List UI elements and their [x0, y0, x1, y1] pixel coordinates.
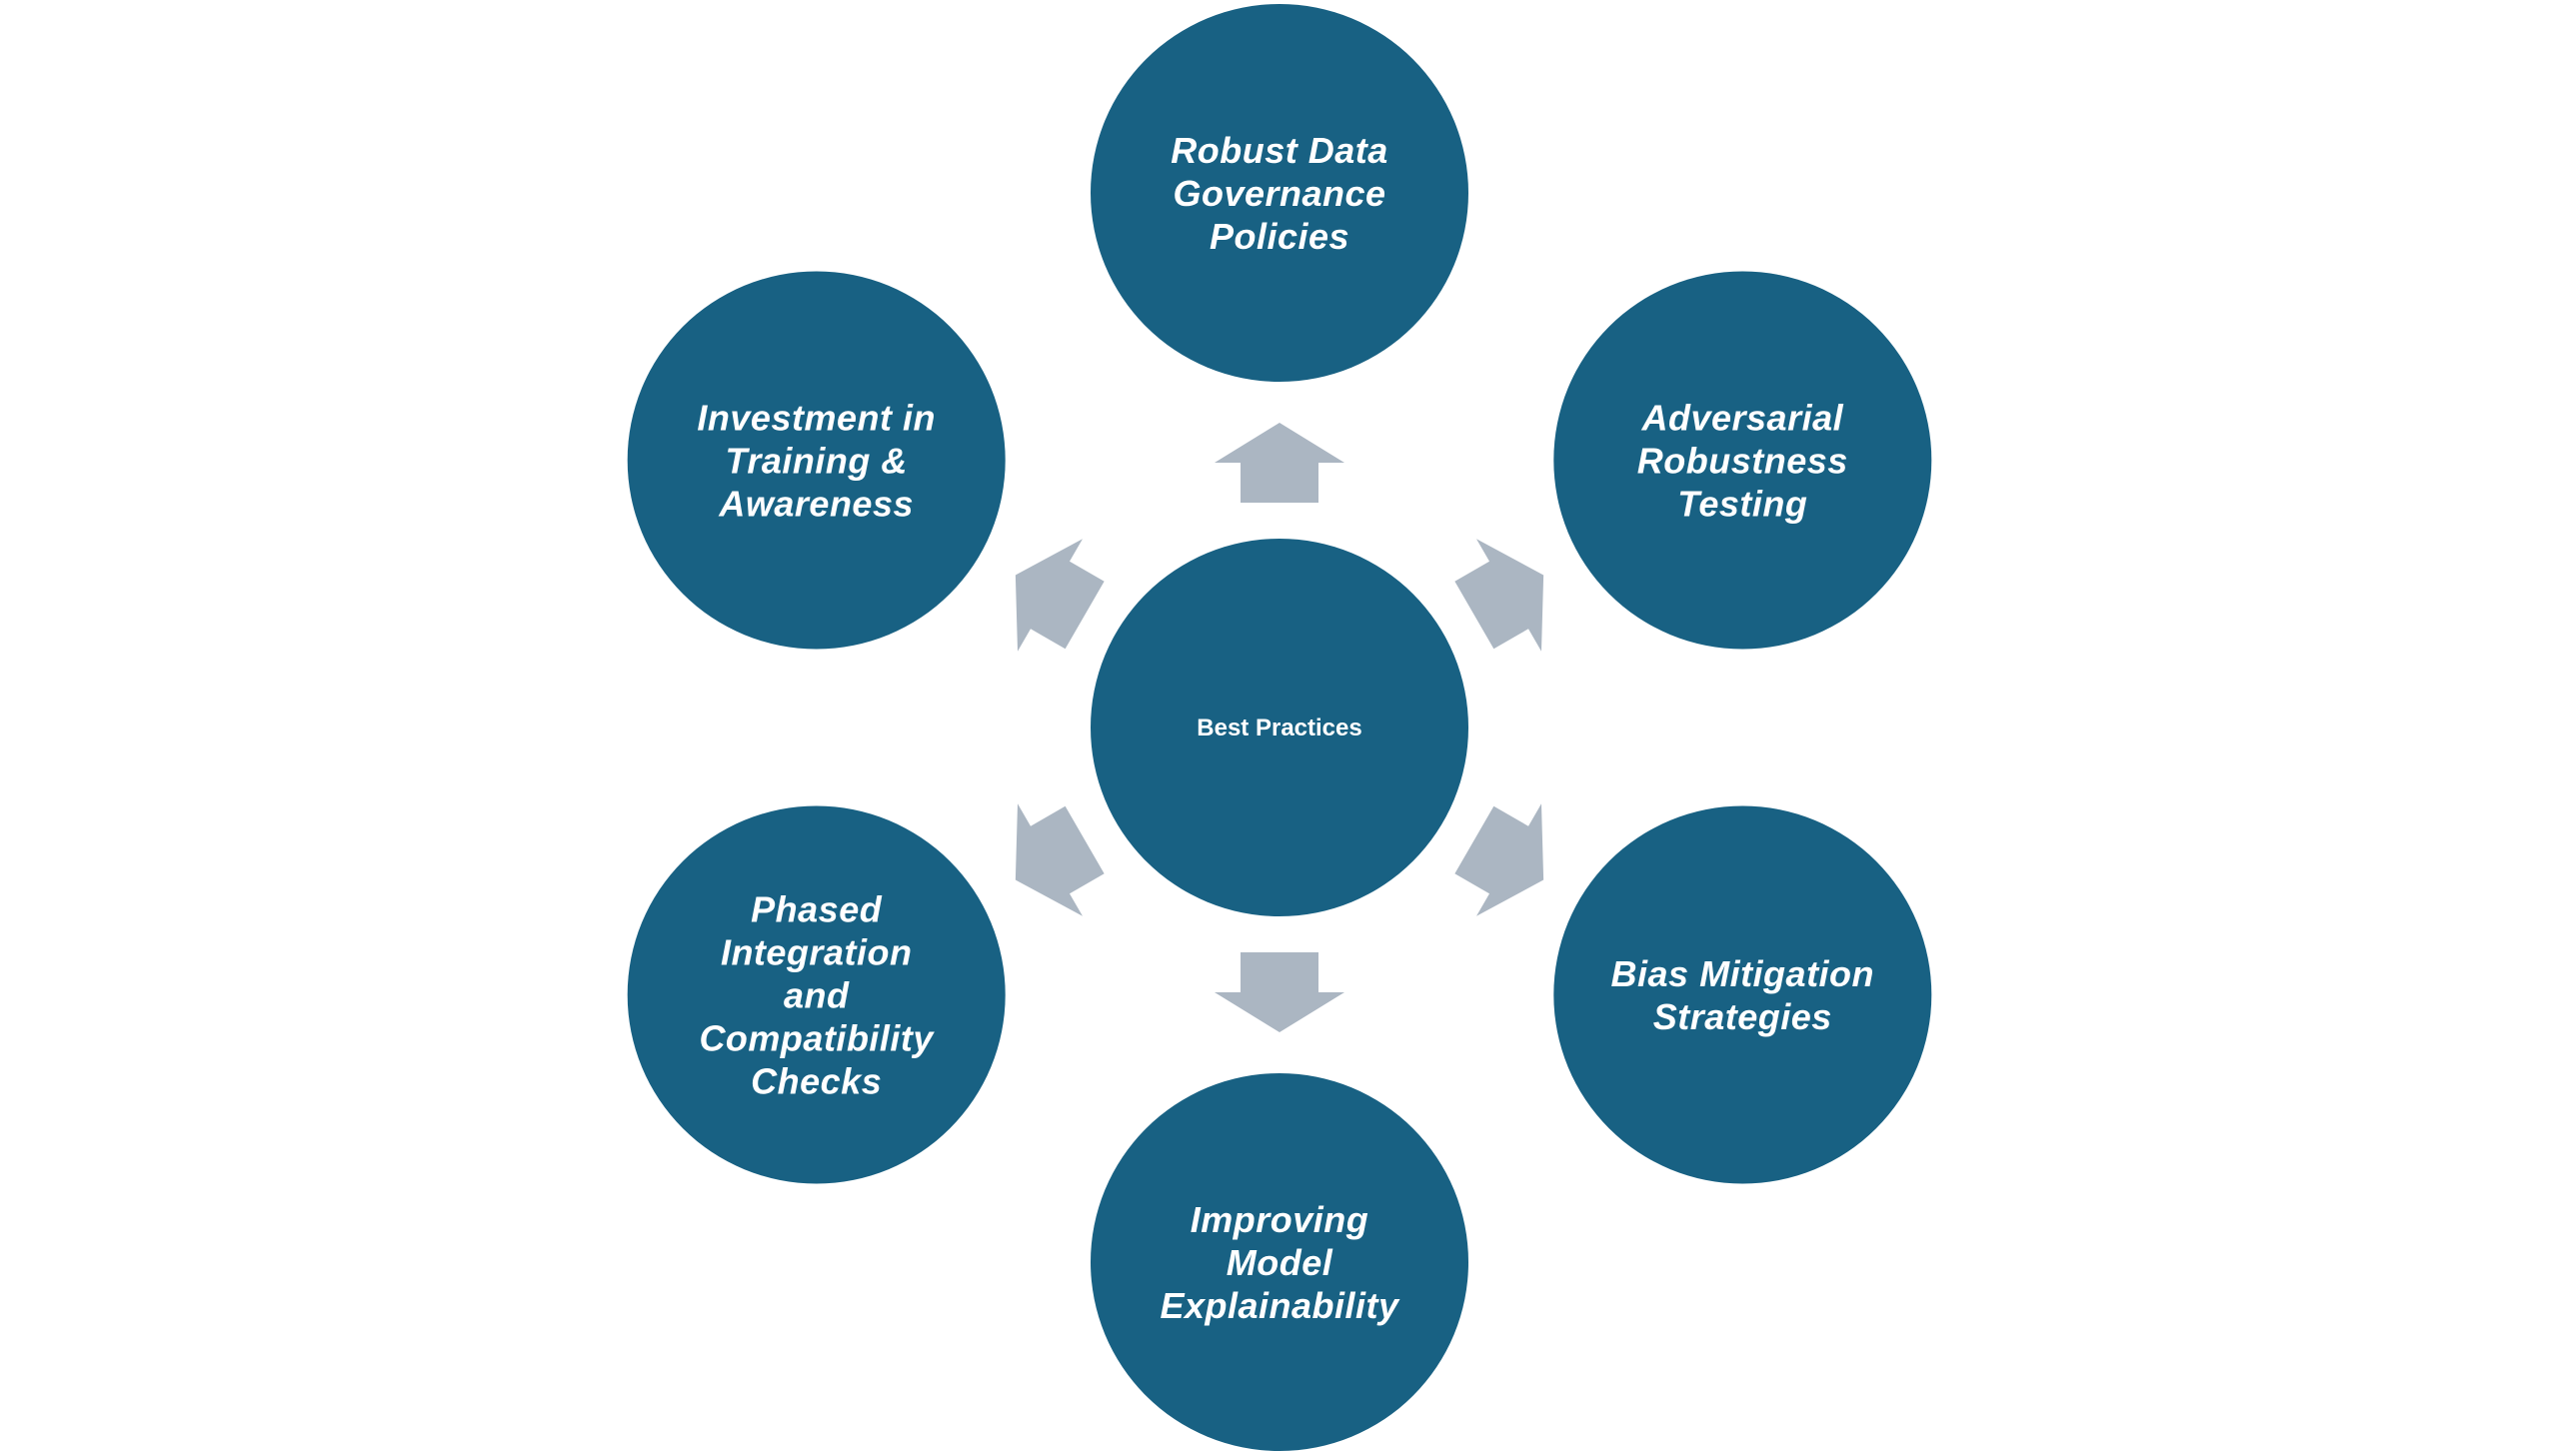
node-circle-adversarial-robustness	[1553, 271, 1932, 650]
arrow-top-icon	[1215, 423, 1344, 503]
node-label-line: Testing	[1677, 484, 1807, 525]
arrow-top-right-icon	[1454, 539, 1544, 652]
node-label-line: Governance	[1173, 173, 1385, 214]
center-label: Best Practices	[1197, 715, 1361, 741]
node-label-line: Model	[1227, 1242, 1333, 1283]
node-circle-bias-mitigation	[1553, 805, 1932, 1184]
node-label-line: Compatibility	[699, 1018, 935, 1059]
arrow-top-left-icon	[1015, 539, 1105, 652]
node-label-line: Improving	[1191, 1199, 1369, 1240]
node-label-line: Investment in	[697, 398, 936, 439]
node-label-line: Robust Data	[1171, 130, 1388, 171]
arrow-bottom-right-icon	[1454, 803, 1544, 916]
node-label-line: Phased	[751, 889, 883, 930]
arrows-layer	[1015, 423, 1544, 1032]
node-label-line: Robustness	[1637, 441, 1848, 482]
node-label-line: Awareness	[718, 484, 914, 525]
node-label-line: Bias Mitigation	[1611, 953, 1875, 994]
node-circle-phased-integration	[627, 805, 1006, 1184]
node-label-line: Strategies	[1653, 996, 1832, 1037]
arrow-bottom-left-icon	[1015, 803, 1105, 916]
node-circle-training-awareness	[627, 271, 1006, 650]
node-circle-model-explainability	[1091, 1073, 1468, 1451]
node-label-line: Checks	[751, 1061, 882, 1102]
center-circle	[1091, 539, 1468, 916]
node-label-line: Integration	[721, 932, 913, 973]
node-label-line: Adversarial	[1640, 398, 1843, 439]
node-label-line: Explainability	[1160, 1285, 1400, 1326]
node-label-line: Training &	[726, 441, 908, 482]
arrow-bottom-icon	[1215, 952, 1344, 1032]
center-node: Best Practices	[1091, 539, 1468, 916]
node-circle-robust-data-governance	[1091, 4, 1468, 382]
node-label-line: and	[784, 975, 850, 1016]
node-label-line: Policies	[1210, 216, 1349, 257]
